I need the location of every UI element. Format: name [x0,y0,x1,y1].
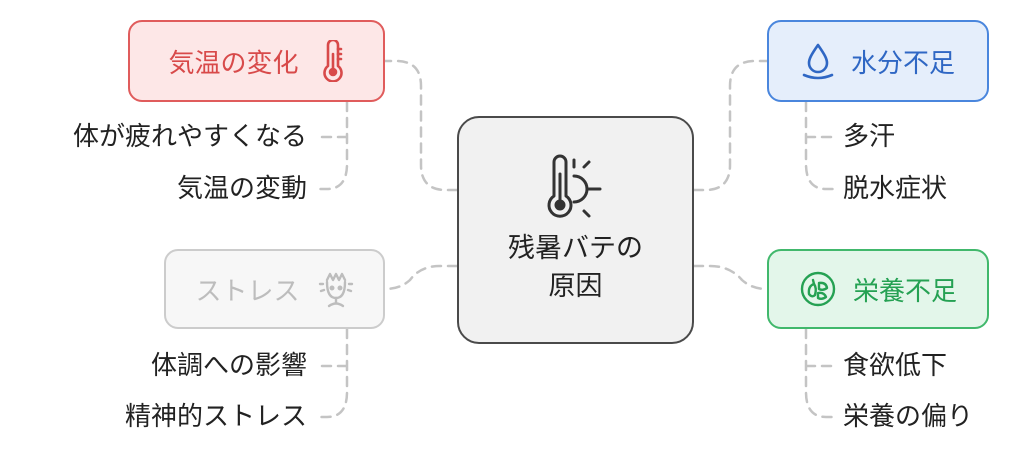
connector-center-temperature [383,59,459,192]
leaf-stress-mental: 精神的ストレス [124,402,307,432]
leaf-nutrition-appetite: 食欲低下 [843,351,948,381]
leaf-water-dehydration: 脱水症状 [843,174,948,204]
leaf-temperature-fatigue: 体が疲れやすくなる [72,122,307,152]
water-drop-icon [801,41,835,81]
vegetables-icon [799,270,837,308]
leaf-nutrition-imbalance: 栄養の偏り [843,402,974,432]
connector-temp-leaves [318,100,349,191]
branch-node-nutrition[interactable]: 栄養不足 [767,249,989,329]
leaf-water-sweating: 多汗 [843,122,896,152]
thermometer-icon [321,40,345,82]
branch-label-water: 水分不足 [850,48,955,79]
connector-center-stress [383,264,459,291]
center-topic-line1: 残暑バテの [508,233,643,264]
connector-nutrition-leaves [804,327,835,419]
leaf-temperature-fluctuation: 気温の変動 [176,174,307,204]
branch-label-temperature: 気温の変化 [168,48,299,79]
branch-node-temperature[interactable]: 気温の変化 [128,20,385,102]
branch-node-water[interactable]: 水分不足 [767,20,989,102]
branch-node-stress[interactable]: ストレス [164,249,385,329]
branch-label-nutrition: 栄養不足 [852,276,957,307]
connector-center-nutrition [692,264,769,291]
connector-center-water [692,59,769,192]
center-topic-line2: 原因 [548,271,603,302]
connector-water-leaves [804,100,835,191]
leaf-stress-physical: 体調への影響 [150,351,307,381]
center-topic-node[interactable]: 残暑バテの 原因 [457,116,694,344]
branch-label-stress: ストレス [195,276,300,307]
thermometer-sun-icon [540,154,612,224]
center-topic-label: 残暑バテの 原因 [508,230,643,306]
connector-stress-leaves [318,327,349,419]
stressed-face-icon [318,270,354,308]
